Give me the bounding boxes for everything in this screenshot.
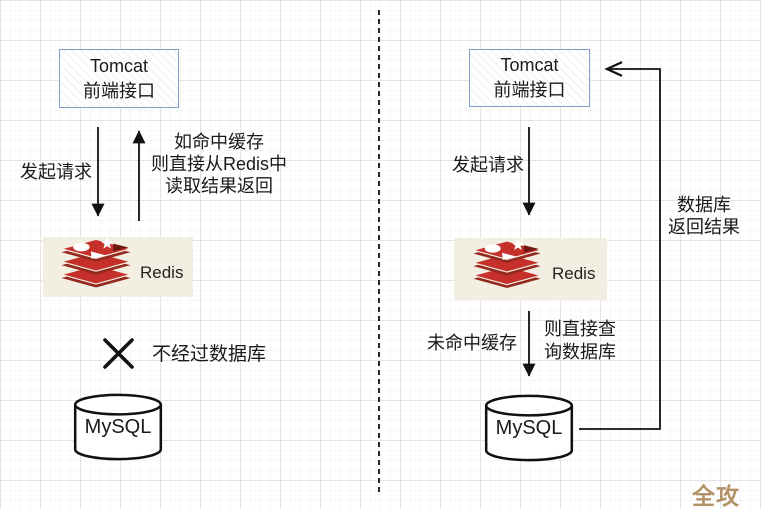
- redis-triangle-icon: [90, 251, 106, 259]
- cache-miss-label: 未命中缓存: [427, 333, 517, 353]
- arrow-db-return: [579, 69, 661, 430]
- right-request-label: 发起请求: [452, 155, 524, 175]
- mysql-label-left: MySQL: [84, 416, 152, 438]
- query-db-label: 则直接查 询数据库: [544, 319, 616, 362]
- redis-star-icon: [100, 236, 114, 249]
- mysql-label-right: MySQL: [495, 417, 563, 439]
- watermark: 全攻略: [692, 483, 740, 509]
- left-cache-hit-label: 如命中缓存 则直接从Redis中 读取结果返回: [150, 132, 288, 196]
- mysql-cylinder-right: [484, 394, 574, 462]
- tomcat-box-right: Tomcat 前端接口: [469, 49, 590, 107]
- redis-triangle-icon: [501, 252, 517, 260]
- redis-ellipse-icon: [484, 244, 501, 253]
- redis-label-left: Redis: [140, 263, 184, 282]
- tomcat-box-left: Tomcat 前端接口: [59, 49, 179, 108]
- tomcat-subtitle: 前端接口: [83, 80, 155, 101]
- tomcat-subtitle: 前端接口: [493, 80, 566, 100]
- mysql-cylinder-left: [73, 393, 163, 461]
- left-request-label: 发起请求: [20, 162, 92, 182]
- redis-label-right: Redis: [552, 264, 596, 283]
- redis-hole-icon: [113, 243, 129, 252]
- tomcat-title: Tomcat: [89, 55, 149, 76]
- db-return-label: 数据库 返回结果: [668, 195, 740, 237]
- redis-ellipse-icon: [73, 242, 90, 252]
- x-mark: [103, 338, 134, 369]
- redis-logo-right: [472, 238, 542, 288]
- redis-hole-icon: [523, 245, 539, 253]
- redis-star-icon: [511, 238, 524, 251]
- skip-db-label: 不经过数据库: [152, 344, 267, 365]
- tomcat-title: Tomcat: [500, 55, 559, 75]
- redis-logo-left: [60, 236, 132, 288]
